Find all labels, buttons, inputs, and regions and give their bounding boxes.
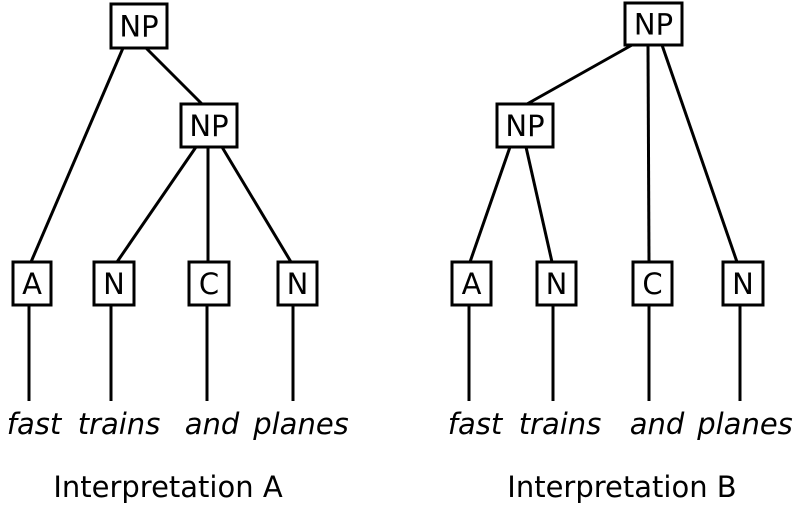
node-box-c	[187, 260, 231, 307]
node-box-n	[276, 260, 319, 307]
node-box-a	[11, 260, 53, 307]
tree-branch-edge	[144, 46, 204, 106]
node-label: N	[287, 267, 309, 301]
word-label: fast	[448, 407, 504, 441]
node-box-np	[623, 1, 684, 47]
word-label: fast	[7, 407, 63, 441]
tree-branch-edge	[115, 146, 198, 263]
node-label: C	[642, 267, 662, 301]
word-label: planes	[696, 407, 793, 441]
tree-branch-edge	[524, 146, 554, 263]
node-box-c	[631, 260, 674, 307]
node-label: NP	[634, 8, 673, 42]
node-label: N	[732, 267, 754, 301]
word-label: and	[630, 407, 685, 441]
node-label: NP	[189, 109, 228, 143]
node-box-a	[450, 260, 493, 307]
word-label: planes	[252, 407, 349, 441]
tree-branch-edge	[29, 47, 125, 263]
tree-branch-edge	[526, 43, 633, 106]
node-label: A	[462, 267, 482, 301]
node-box-np	[495, 102, 555, 149]
node-box-n	[721, 260, 765, 307]
node-box-n	[535, 260, 578, 307]
node-label: N	[546, 267, 568, 301]
node-label: NP	[505, 109, 544, 143]
node-label: N	[103, 267, 125, 301]
tree-branch-edge	[660, 44, 739, 263]
node-label: C	[199, 267, 219, 301]
word-label: and	[185, 407, 240, 441]
tree-caption: Interpretation A	[53, 470, 283, 504]
node-label: NP	[119, 10, 158, 44]
tree-caption: Interpretation B	[507, 470, 736, 504]
node-box-np	[179, 102, 239, 149]
node-box-n	[92, 260, 136, 307]
node-label: A	[22, 267, 42, 301]
node-box-np	[109, 2, 169, 50]
word-label: trains	[519, 407, 602, 441]
tree-branch-edge	[468, 146, 512, 263]
word-label: trains	[78, 407, 161, 441]
tree-branch-edge	[220, 146, 293, 263]
tree-branch-edge	[646, 44, 651, 263]
